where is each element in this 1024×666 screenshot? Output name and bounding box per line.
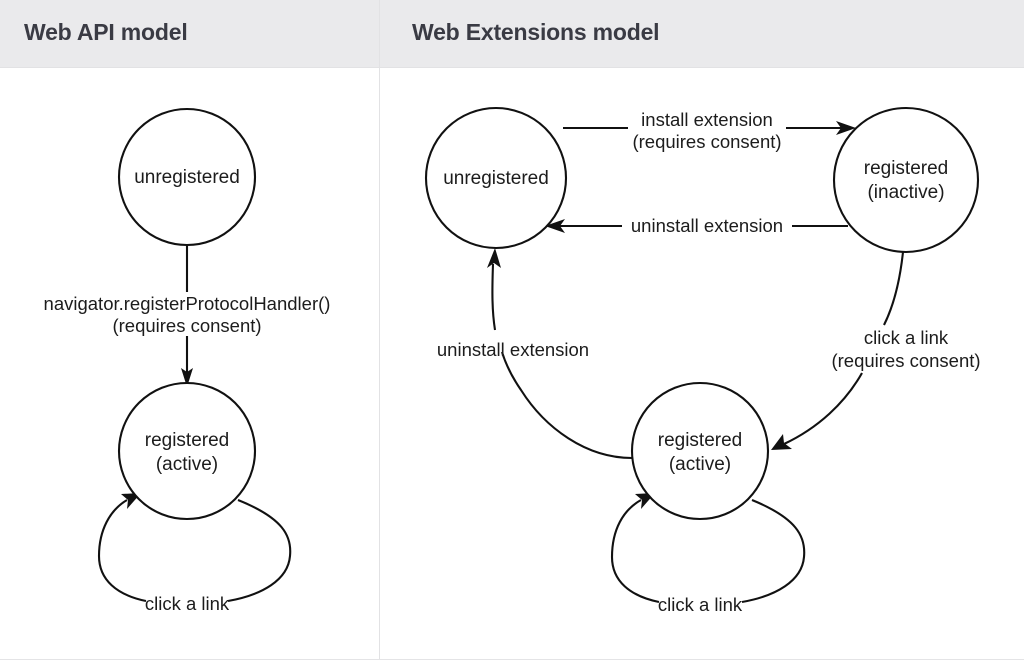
- edge-curve-upper: [883, 251, 905, 326]
- node-circle[interactable]: [630, 381, 770, 521]
- node-label-line1: unregistered: [134, 167, 240, 188]
- edge-label-line1: uninstall extension: [631, 215, 783, 236]
- edge-uninstall-extension-active: uninstall extension: [437, 248, 633, 460]
- column-divider: [379, 0, 380, 660]
- edge-unregistered-to-registered: navigator.registerProtocolHandler() (req…: [44, 245, 331, 387]
- edge-label-click-a-link: click a link: [658, 594, 743, 615]
- node-circle[interactable]: [832, 106, 980, 254]
- self-loop-left-arc: [97, 499, 147, 603]
- group-web-extensions-model: install extension (requires consent) uni…: [424, 106, 981, 615]
- node-unregistered[interactable]: unregistered: [117, 107, 257, 247]
- edge-curve-lower: [783, 372, 863, 445]
- column-title-web-extensions-model: Web Extensions model: [412, 19, 660, 45]
- edge-install-extension: install extension (requires consent): [563, 109, 856, 152]
- node-unregistered[interactable]: unregistered: [424, 106, 568, 250]
- node-label-line2: (inactive): [867, 182, 944, 203]
- node-label-line2: (active): [156, 454, 218, 475]
- node-registered-active[interactable]: registered (active): [117, 381, 257, 521]
- node-label-line2: (active): [669, 454, 731, 475]
- self-loop-left-arc: [610, 499, 660, 604]
- column-header-band: [0, 0, 1024, 68]
- edge-label-line1: click a link: [864, 327, 949, 348]
- edge-label-line2: (requires consent): [632, 131, 781, 152]
- node-registered-inactive[interactable]: registered (inactive): [832, 106, 980, 254]
- edge-curve-upper: [491, 263, 497, 331]
- node-circle[interactable]: [117, 381, 257, 521]
- self-loop-right-arc: [741, 499, 806, 604]
- node-circle[interactable]: [424, 106, 568, 250]
- node-label-line1: registered: [864, 158, 949, 179]
- edge-arrowhead: [545, 219, 565, 233]
- edge-arrowhead: [836, 121, 856, 135]
- node-label-line1: unregistered: [443, 168, 549, 189]
- bottom-rule: [0, 659, 1024, 660]
- edge-label-line1: install extension: [641, 109, 773, 130]
- edge-label-click-a-link: click a link: [145, 593, 230, 614]
- node-circle[interactable]: [117, 107, 257, 247]
- edge-click-a-link-activate: click a link (requires consent): [771, 251, 981, 450]
- column-title-web-api-model: Web API model: [24, 19, 188, 45]
- edge-arrowhead: [181, 368, 193, 387]
- edge-label-line1: navigator.registerProtocolHandler(): [44, 293, 331, 314]
- node-label-line1: registered: [145, 430, 230, 451]
- edge-arrowhead: [771, 434, 792, 450]
- edge-curve-lower: [500, 351, 633, 460]
- edge-label-line2: (requires consent): [831, 350, 980, 371]
- edge-uninstall-extension-inactive: uninstall extension: [545, 215, 848, 236]
- edge-arrowhead: [487, 248, 501, 268]
- node-registered-active[interactable]: registered (active): [630, 381, 770, 521]
- self-loop-right-arc: [227, 499, 292, 603]
- edge-label-line2: (requires consent): [112, 315, 261, 336]
- edge-label-line1: uninstall extension: [437, 339, 589, 360]
- node-label-line1: registered: [658, 430, 743, 451]
- group-web-api-model: navigator.registerProtocolHandler() (req…: [44, 107, 331, 614]
